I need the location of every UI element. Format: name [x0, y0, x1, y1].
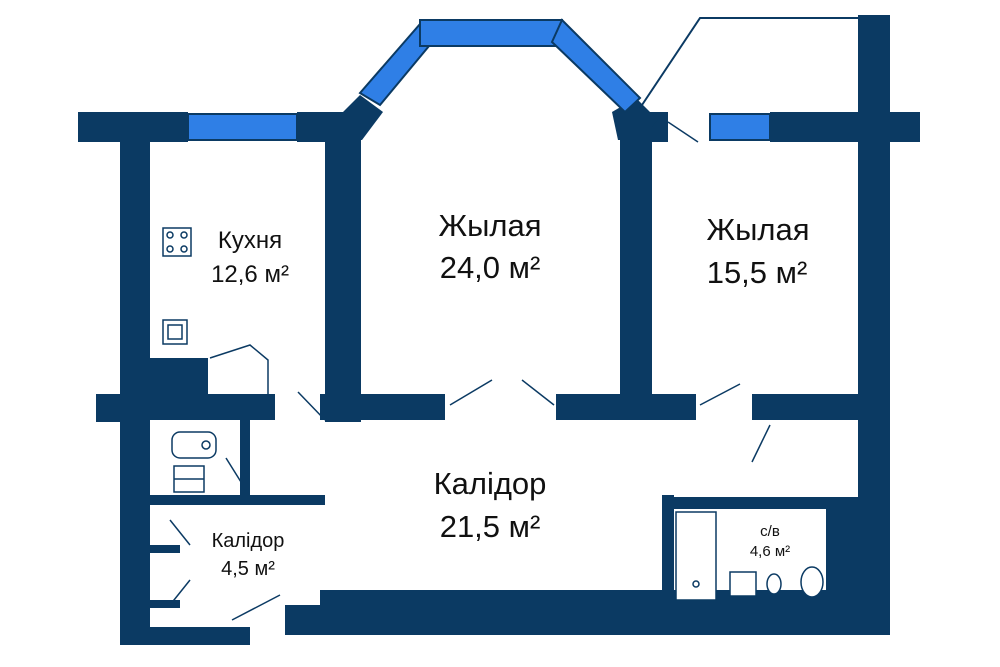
- wall-closet: [140, 545, 180, 553]
- balcony-rail: [639, 17, 858, 109]
- sink-icon: [162, 319, 188, 345]
- wall-closet-b: [140, 600, 180, 608]
- door-kitchen-cabinet: [209, 344, 269, 394]
- wall-wc-right: [240, 420, 250, 500]
- door-swing-living1b: [521, 379, 555, 406]
- walls: [78, 15, 920, 645]
- balcony: [639, 17, 858, 109]
- wall-top-right-b: [770, 112, 920, 142]
- wall-bottom-inner: [320, 590, 860, 620]
- door-swing-balcony: [667, 121, 699, 143]
- kitchen-counter: [150, 358, 208, 394]
- stove-icon: [162, 227, 192, 257]
- window-living-right: [709, 113, 771, 141]
- wall-bath-right: [826, 497, 860, 607]
- door-swing-closet: [169, 519, 191, 546]
- wall-bottom: [120, 627, 250, 645]
- room-name-corridor-main: Калідор: [433, 466, 547, 501]
- wall-wc-bottom: [140, 495, 325, 505]
- door-swing-living2: [699, 383, 741, 406]
- wall-living2-bottom: [556, 394, 696, 420]
- door-swing-bath: [751, 424, 771, 463]
- wall-top-left: [78, 112, 188, 142]
- door-swing-living1: [449, 379, 493, 406]
- window-bay-right: [550, 18, 642, 114]
- window-kitchen: [187, 113, 298, 141]
- fixtures: [162, 227, 824, 601]
- room-name-living-small: Жылая: [706, 212, 810, 247]
- room-area-corridor-main: 21,5 м²: [439, 509, 541, 544]
- room-area-living-large: 24,0 м²: [439, 250, 541, 285]
- door-swing-wc: [225, 457, 247, 491]
- window-bay-top: [419, 19, 563, 47]
- door-swing-closet-b: [169, 579, 191, 606]
- door-swing-kitchen: [297, 391, 326, 421]
- room-name-corridor-small: Калідор: [211, 530, 285, 552]
- wall-living-divider: [620, 120, 652, 420]
- room-name-living-large: Жылая: [438, 208, 542, 243]
- toilet-icon: [171, 431, 217, 459]
- room-area-living-small: 15,5 м²: [706, 255, 808, 290]
- room-area-kitchen: 12,6 м²: [211, 261, 289, 288]
- wall-kitchen-right: [325, 112, 361, 422]
- wall-kitchen-bottom: [120, 394, 275, 420]
- bathtub-icon: [675, 511, 717, 601]
- wall-right: [858, 15, 890, 635]
- door-swing-exit: [231, 594, 281, 621]
- shower-icon: [173, 465, 205, 493]
- wall-bath-left: [662, 495, 674, 605]
- room-name-bathroom: с/в: [760, 523, 780, 540]
- washbasin-icon: [729, 566, 824, 598]
- wall-living1-bottom: [320, 394, 445, 420]
- windows: [187, 18, 771, 141]
- room-area-bathroom: 4,6 м²: [749, 543, 791, 560]
- wall-bath-top: [662, 497, 862, 509]
- doors: [169, 121, 771, 621]
- room-area-corridor-small: 4,5 м²: [221, 558, 275, 580]
- room-name-kitchen: Кухня: [217, 227, 283, 254]
- wall-right-bottom: [752, 394, 890, 420]
- wall-left: [120, 140, 150, 645]
